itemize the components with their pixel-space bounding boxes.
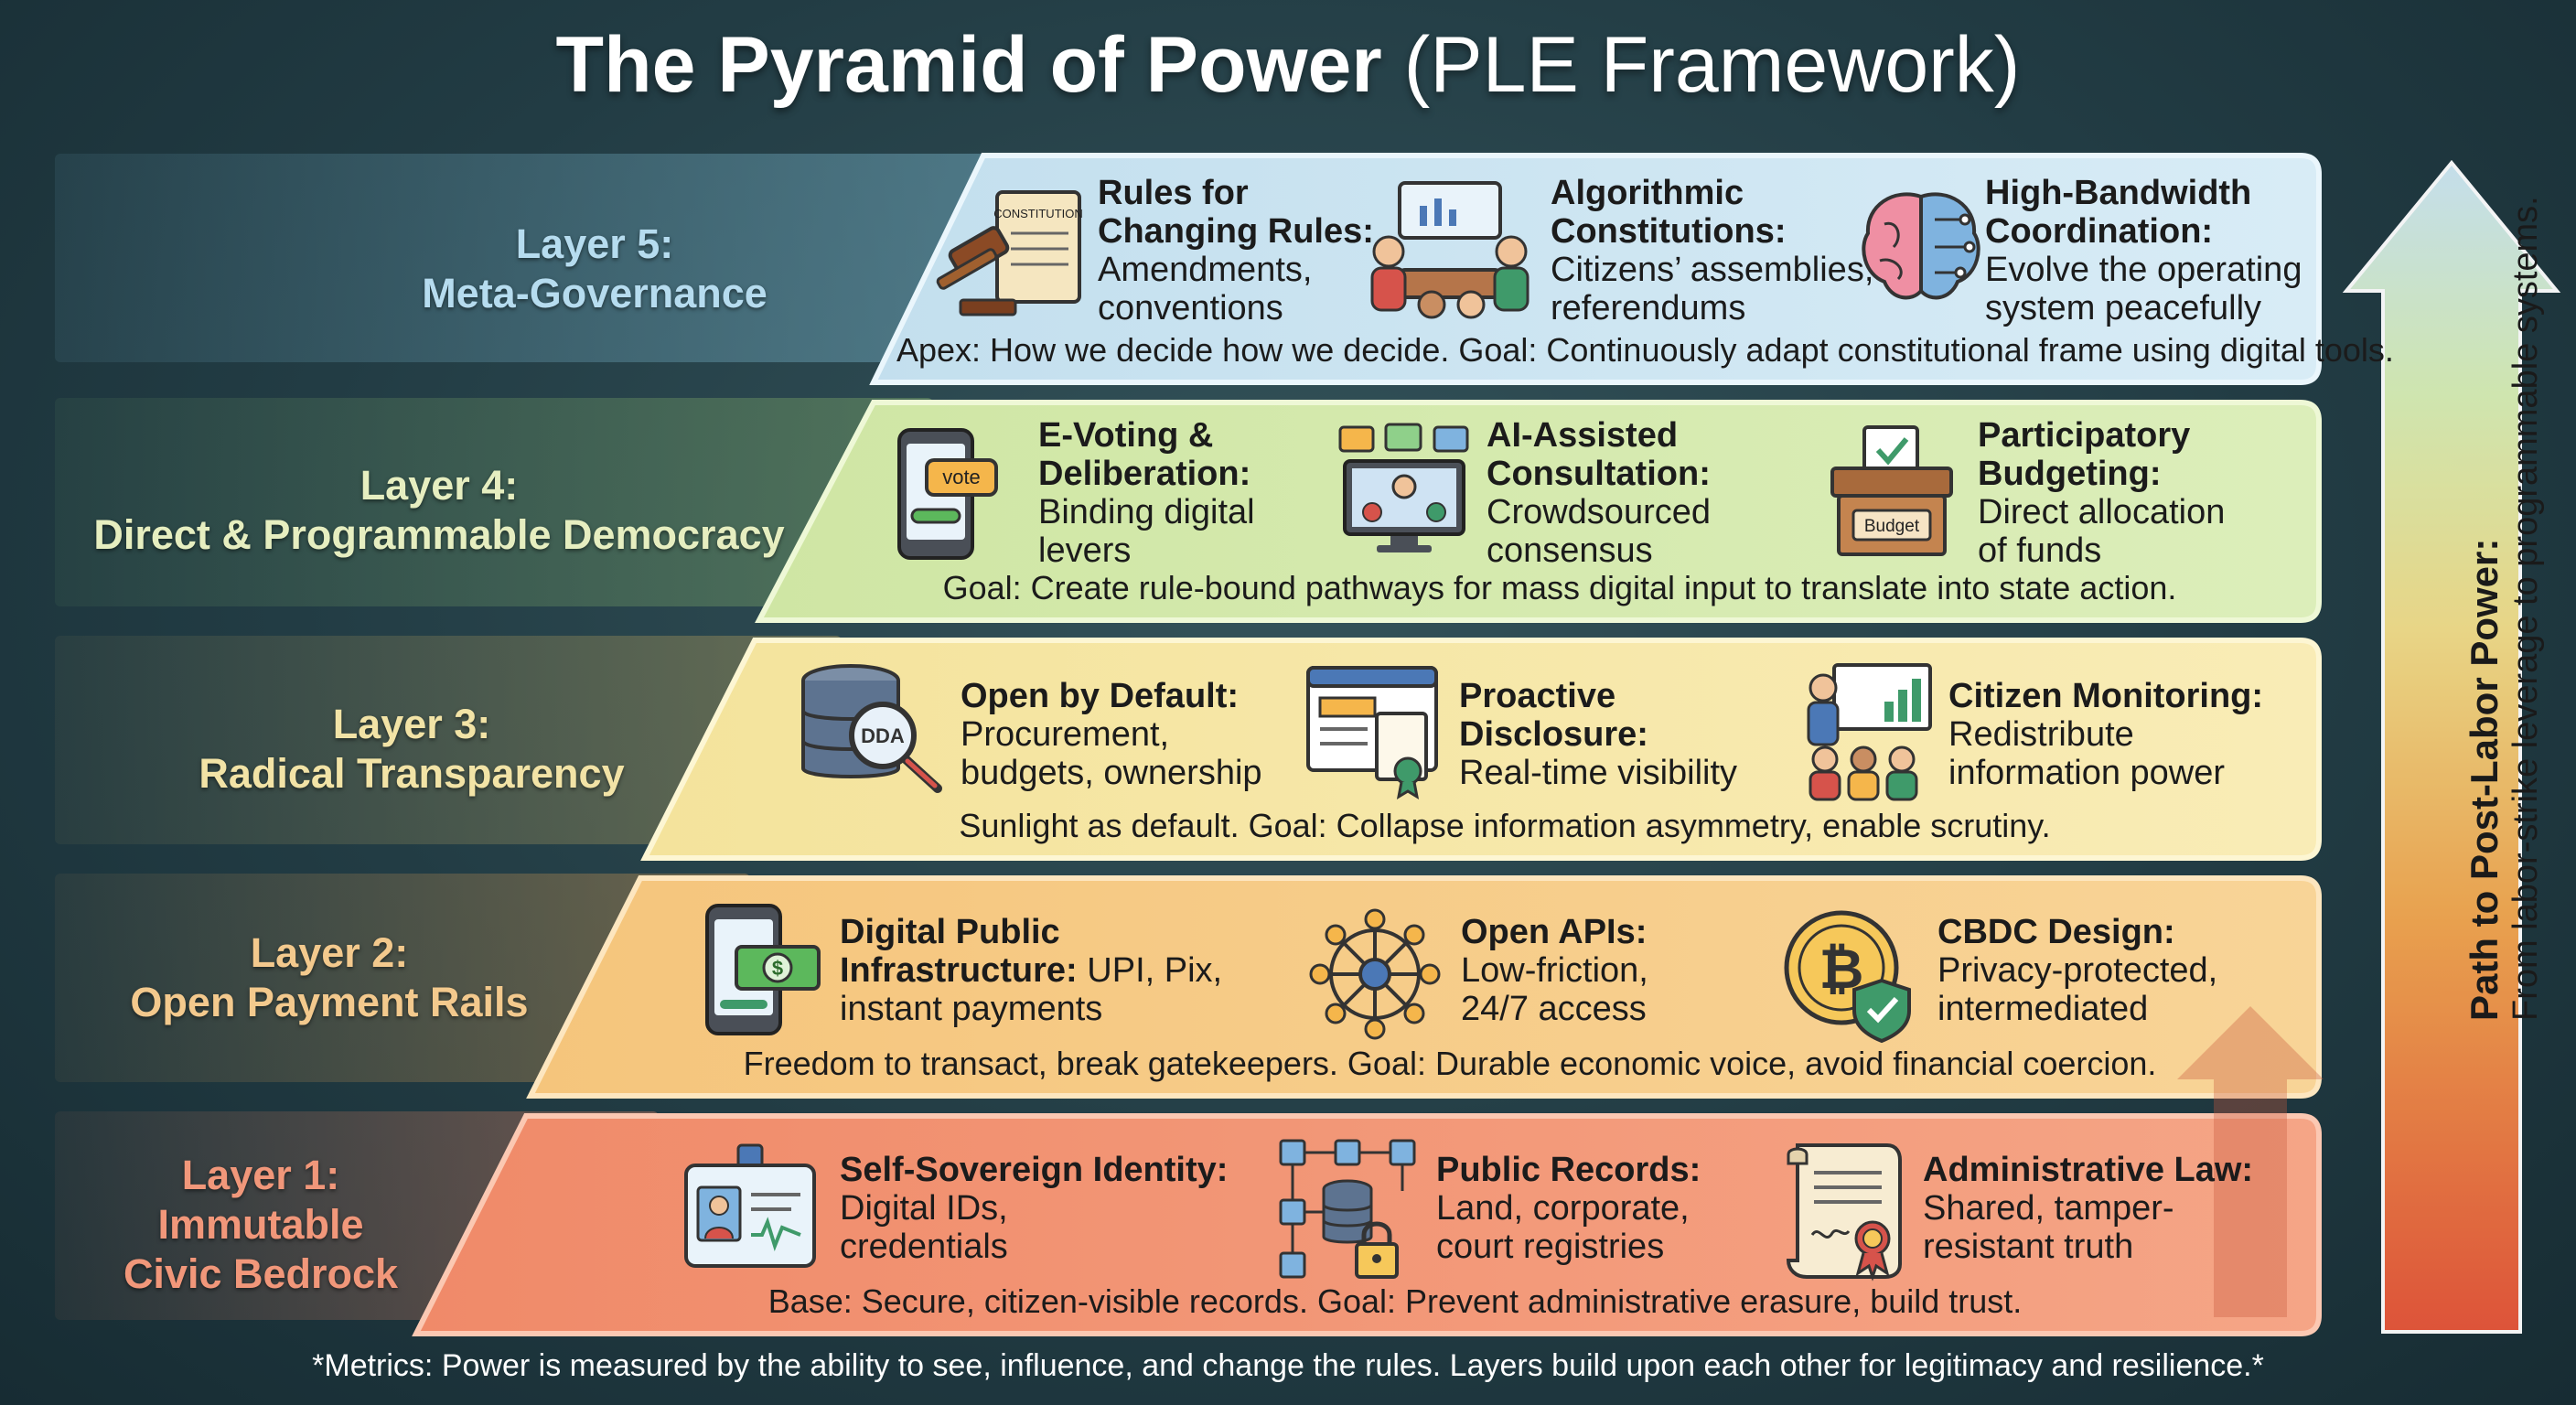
rules-desc2: conventions [1098,289,1374,327]
admin-law-head1: Administrative Law: [1923,1151,2253,1189]
apis-desc2: 24/7 access [1461,990,1648,1028]
coordination-desc1: Evolve the operating [1985,251,2302,289]
scroll-seal-icon [1779,1136,1907,1282]
evoting-head2: Deliberation: [1038,455,1255,493]
monitoring-desc2: information power [1948,754,2263,792]
budgeting-head2: Budgeting: [1978,455,2225,493]
disclosure-head2: Disclosure: [1459,715,1737,754]
identity-desc1: Digital IDs, [840,1189,1228,1228]
consultation-desc1: Crowdsourced [1487,493,1711,531]
admin-law-desc1: Shared, tamper- [1923,1189,2253,1228]
phone-cash-icon: $ [700,901,828,1038]
vote-label: vote [942,466,981,488]
presentation-audience-icon [1798,660,1935,802]
algorithmic-desc2: referendums [1551,289,1873,327]
layer5-goal: Apex: How we decide how we decide. Goal:… [896,331,2314,370]
assembly-meeting-icon [1363,178,1537,325]
algorithmic-head1: Algorithmic [1551,174,1873,212]
evoting-desc1: Binding digital [1038,493,1255,531]
monitoring-desc1: Redistribute [1948,715,2263,754]
algorithmic-desc1: Citizens’ assemblies, [1551,251,1873,289]
network-hub-icon [1306,906,1444,1043]
consultation-head2: Consultation: [1487,455,1711,493]
coin-shield-icon: ₿ [1779,906,1916,1043]
admin-law-desc2: resistant truth [1923,1228,2253,1266]
records-desc1: Land, corporate, [1436,1189,1701,1228]
coordination-head2: Coordination: [1985,212,2302,251]
disclosure-desc1: Real-time visibility [1459,754,1737,792]
id-badge-icon [682,1143,819,1271]
layer3-goal: Sunlight as default. Goal: Collapse info… [695,807,2314,845]
apis-head1: Open APIs: [1461,913,1648,951]
cbdc-desc1: Privacy-protected, [1937,951,2217,990]
evoting-desc2: levers [1038,531,1255,570]
records-desc2: court registries [1436,1228,1701,1266]
budgeting-desc2: of funds [1978,531,2225,570]
layer2-goal: Freedom to transact, break gatekeepers. … [585,1045,2314,1083]
layer1-goal: Base: Secure, citizen-visible records. G… [476,1282,2314,1321]
dpi-head2: Infrastructure: [840,951,1078,990]
dpi-desc1: instant payments [840,990,1222,1028]
evoting-head1: E-Voting & [1038,416,1255,455]
monitoring-head1: Citizen Monitoring: [1948,677,2263,715]
dollar-label: $ [772,957,783,980]
identity-head1: Self-Sovereign Identity: [840,1151,1228,1189]
browser-document-icon [1304,663,1441,800]
algorithmic-head2: Constitutions: [1551,212,1873,251]
coordination-desc2: system peacefully [1985,289,2302,327]
coordination-head1: High-Bandwidth [1985,174,2302,212]
cbdc-desc2: intermediated [1937,990,2217,1028]
budgeting-desc1: Direct allocation [1978,493,2225,531]
budget-ballot-box-icon: Budget [1828,423,1965,560]
database-lock-icon [1276,1136,1422,1282]
consultation-head1: AI-Assisted [1487,416,1711,455]
budget-label: Budget [1864,517,1920,536]
open-default-head1: Open by Default: [961,677,1262,715]
dda-label: DDA [861,724,905,747]
database-magnifier-icon: DDA [796,660,951,798]
dpi-head1: Digital Public [840,913,1222,951]
side-arrow-line1: Path to Post-Labor Power: [2463,196,2506,1021]
rules-desc1: Amendments, [1098,251,1374,289]
dpi-head2-suffix: UPI, Pix, [1078,951,1222,990]
consultation-desc2: consensus [1487,531,1711,570]
open-default-desc1: Procurement, [961,715,1262,754]
phone-vote-icon: vote [892,425,1002,563]
disclosure-head1: Proactive [1459,677,1737,715]
brain-circuit-icon [1857,183,1985,311]
constitution-label: CONSTITUTION [993,207,1083,220]
side-arrow-line2: From labor-strike leverage to programmab… [2506,196,2546,1021]
video-consultation-icon [1336,423,1473,560]
apis-desc1: Low-friction, [1461,951,1648,990]
gavel-constitution-icon: CONSTITUTION [933,183,1089,320]
open-default-desc2: budgets, ownership [961,754,1262,792]
footer-note: *Metrics: Power is measured by the abili… [0,1348,2576,1384]
layer4-goal: Goal: Create rule-bound pathways for mas… [805,569,2314,607]
cbdc-head1: CBDC Design: [1937,913,2217,951]
identity-desc2: credentials [840,1228,1228,1266]
rules-head2: Changing Rules: [1098,212,1374,251]
budgeting-head1: Participatory [1978,416,2225,455]
rules-head1: Rules for [1098,174,1374,212]
records-head1: Public Records: [1436,1151,1701,1189]
